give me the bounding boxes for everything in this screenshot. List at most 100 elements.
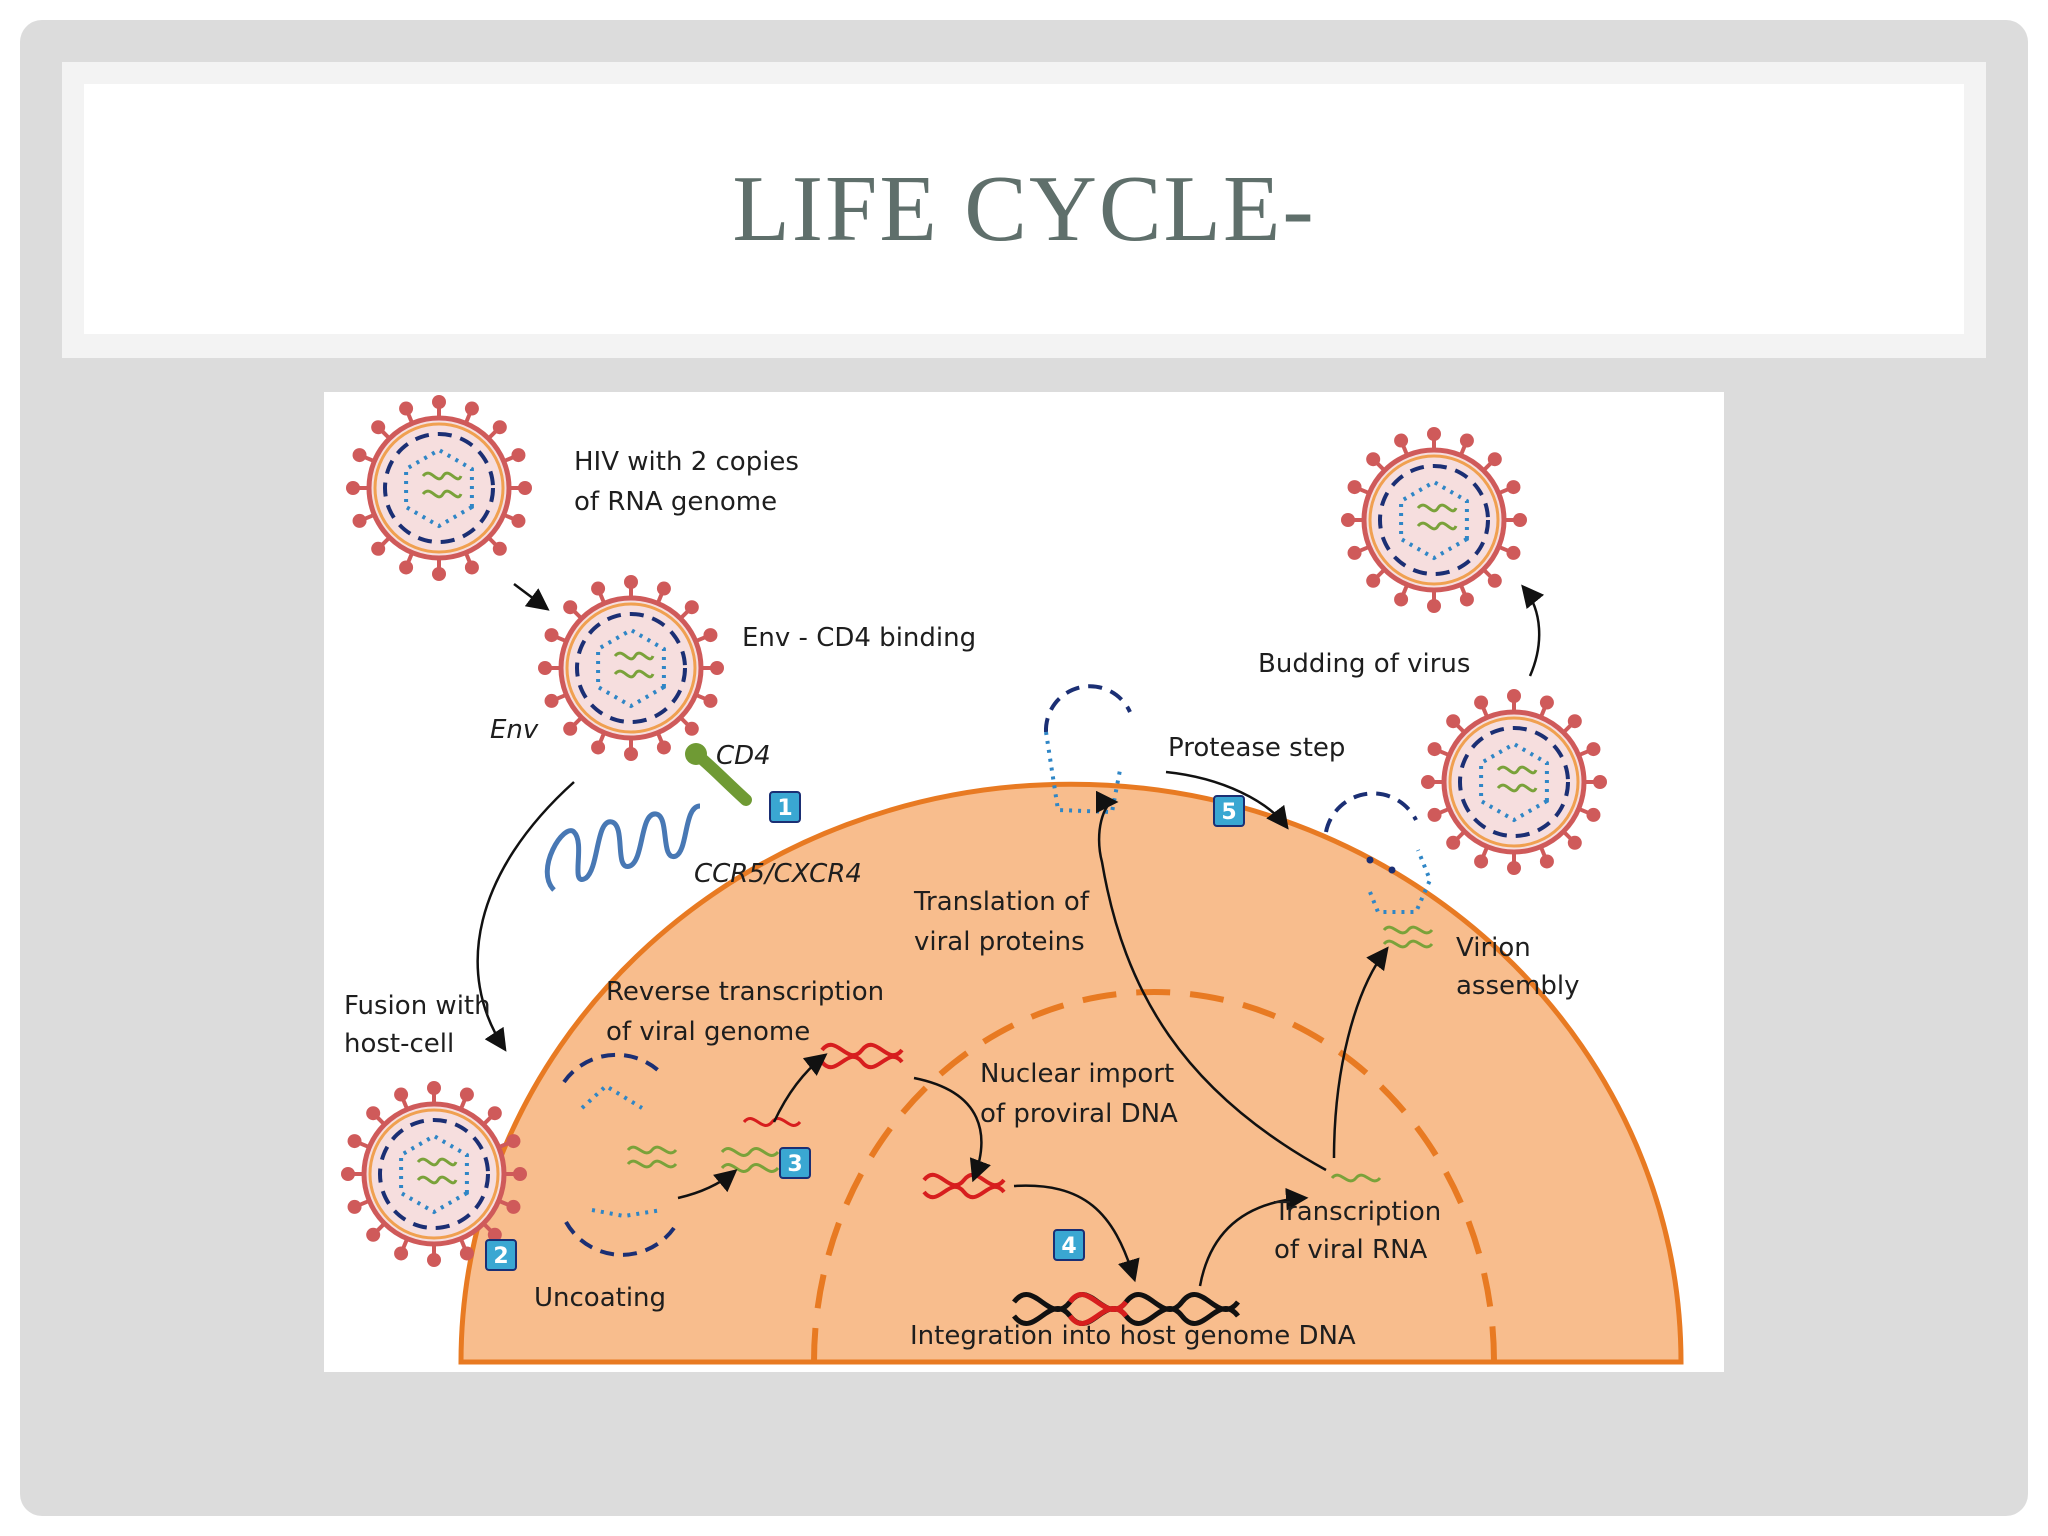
step-badge-5: 5 — [1213, 795, 1245, 827]
capsid-icon — [399, 1133, 469, 1215]
arrow-icon — [1165, 770, 1289, 830]
spike-head-icon — [432, 395, 446, 409]
imported-dna-icon — [922, 1172, 1006, 1200]
svg-text:1: 1 — [777, 796, 792, 821]
label-hiv-line2: of RNA genome — [574, 487, 777, 517]
spike-head-icon — [1427, 807, 1442, 822]
spike-head-icon — [347, 1199, 362, 1214]
spike-head-icon — [684, 600, 699, 615]
spike-head-icon — [1487, 573, 1502, 588]
viral-envelope-icon — [558, 595, 704, 741]
label-ccr5: CCR5/CXCR4 — [694, 859, 862, 889]
spike-head-icon — [1487, 452, 1502, 467]
spike-head-icon — [563, 600, 578, 615]
spike-head-icon — [1474, 854, 1489, 869]
spike-head-icon — [1567, 714, 1582, 729]
virus-icon — [341, 1081, 527, 1267]
spike-head-icon — [394, 1087, 409, 1102]
spike-head-icon — [1507, 861, 1521, 875]
spike-head-icon — [506, 1199, 521, 1214]
spike-head-icon — [1366, 452, 1381, 467]
spike-head-icon — [352, 448, 367, 463]
spike-head-icon — [1567, 835, 1582, 850]
spike-head-icon — [703, 628, 718, 643]
spike-head-icon — [366, 1227, 381, 1242]
step-badge-3: 3 — [779, 1147, 811, 1179]
capsid-icon — [1479, 741, 1549, 823]
viral-membrane-icon — [565, 602, 697, 734]
viral-envelope-icon — [1441, 709, 1587, 855]
label-rt-line2: of viral genome — [606, 1017, 810, 1047]
spike-head-icon — [1586, 742, 1601, 757]
spike-head-icon — [1586, 807, 1601, 822]
spike-head-icon — [591, 740, 606, 755]
rna-icon — [1496, 765, 1538, 775]
host-cell — [458, 781, 1684, 1365]
spike-head-icon — [506, 1134, 521, 1149]
matrix-icon — [1458, 726, 1570, 838]
rna-icon — [1416, 521, 1458, 531]
label-translation-line1: Translation of — [913, 887, 1090, 917]
spike-head-icon — [394, 1246, 409, 1261]
label-virion-line1: Virion — [1456, 933, 1531, 963]
label-budding: Budding of virus — [1258, 649, 1470, 679]
spike-head-icon — [1427, 599, 1441, 613]
spike-head-icon — [563, 721, 578, 736]
spike-head-icon — [487, 1106, 502, 1121]
spike-head-icon — [1347, 545, 1362, 560]
label-uncoating: Uncoating — [534, 1283, 666, 1313]
spike-head-icon — [1446, 835, 1461, 850]
rna-icon — [613, 669, 655, 679]
spike-head-icon — [399, 401, 414, 416]
spike-head-icon — [427, 1253, 441, 1267]
spike-head-icon — [1427, 427, 1441, 441]
spike-head-icon — [371, 420, 386, 435]
spike-head-icon — [1507, 689, 1521, 703]
spike-head-icon — [487, 1227, 502, 1242]
arrow-icon — [1013, 1184, 1140, 1283]
capsid-icon — [1399, 479, 1469, 561]
hiv-life-cycle-diagram: 1 2 3 4 5 HIV with 2 copies of RNA genom… — [324, 392, 1724, 1372]
step-badge-2: 2 — [485, 1239, 517, 1271]
arrow-icon — [1332, 946, 1389, 1159]
rna-icon — [421, 489, 463, 499]
step-badge-4: 4 — [1053, 1229, 1085, 1261]
spike-head-icon — [513, 1167, 527, 1181]
spike-head-icon — [366, 1106, 381, 1121]
spike-head-icon — [1539, 695, 1554, 710]
spike-head-icon — [1506, 480, 1521, 495]
label-integration: Integration into host genome DNA — [910, 1321, 1356, 1351]
spike-head-icon — [1446, 714, 1461, 729]
spike-head-icon — [591, 581, 606, 596]
spike-head-icon — [346, 481, 360, 495]
arrow-icon — [1521, 584, 1545, 677]
label-translation-line2: viral proteins — [914, 927, 1085, 957]
matrix-icon — [383, 432, 495, 544]
spike-head-icon — [703, 693, 718, 708]
label-transcription-line1: Transcription — [1273, 1197, 1441, 1227]
svg-text:2: 2 — [493, 1244, 508, 1269]
spike-head-icon — [656, 740, 671, 755]
spike-head-icon — [492, 420, 507, 435]
flow-arrows — [476, 583, 1545, 1287]
arrow-icon — [772, 1053, 828, 1123]
matrix-icon — [378, 1118, 490, 1230]
reverse-transcription-icon — [720, 1117, 802, 1173]
spike-head-icon — [624, 575, 638, 589]
label-env-cd4-binding: Env - CD4 binding — [742, 623, 976, 653]
cd4-head-icon — [685, 743, 707, 765]
proviral-dna-icon — [820, 1042, 904, 1070]
label-transcription-line2: of viral RNA — [1274, 1235, 1428, 1265]
arrow-icon — [913, 1076, 991, 1183]
spike-head-icon — [1593, 775, 1607, 789]
spike-head-icon — [432, 567, 446, 581]
label-fusion-line2: host-cell — [344, 1029, 454, 1059]
rna-icon — [1496, 783, 1538, 793]
viral-membrane-icon — [1368, 454, 1500, 586]
host-genome-dna-icon — [1012, 1292, 1240, 1326]
spike-head-icon — [538, 661, 552, 675]
spike-head-icon — [544, 628, 559, 643]
spike-head-icon — [352, 513, 367, 528]
step-badge-1: 1 — [769, 791, 801, 823]
spike-head-icon — [1459, 592, 1474, 607]
